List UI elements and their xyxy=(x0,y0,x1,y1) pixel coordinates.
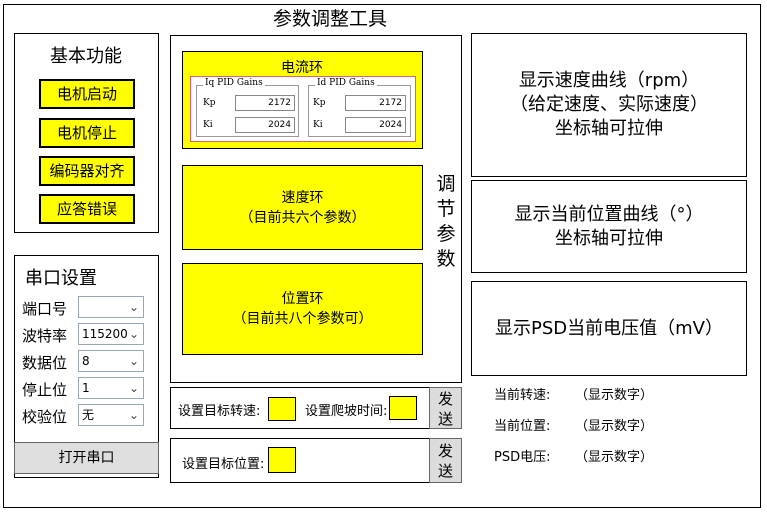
id-kp-field[interactable]: 2172 xyxy=(345,95,406,111)
app-frame xyxy=(3,4,761,508)
basic-functions-panel: 基本功能 电机启动 电机停止 编码器对齐 应答错误 xyxy=(14,33,159,233)
basic-functions-heading: 基本功能 xyxy=(50,46,122,67)
psd-voltage-value: （显示数字） xyxy=(575,450,654,465)
send-position-button[interactable]: 发 送 xyxy=(429,438,462,483)
current-speed-value: （显示数字） xyxy=(575,388,654,403)
psd-voltage-line1: 显示PSD当前电压值（mV） xyxy=(495,317,723,339)
iq-kp-field[interactable]: 2172 xyxy=(235,95,295,111)
iq-ki-label: Ki xyxy=(203,120,213,130)
databits-value: 8 xyxy=(82,354,90,368)
speed-loop-note: （目前共六个参数） xyxy=(239,209,366,226)
encoder-align-button[interactable]: 编码器对齐 xyxy=(39,156,135,186)
serial-settings-heading: 串口设置 xyxy=(25,268,97,289)
iq-gains-label: Iq PID Gains xyxy=(203,78,265,88)
psd-voltage-label: PSD电压: xyxy=(494,450,551,465)
port-label: 端口号 xyxy=(22,300,68,318)
current-loop-title: 电流环 xyxy=(281,60,323,76)
port-select[interactable]: ⌄ xyxy=(78,296,144,318)
id-kp-label: Kp xyxy=(313,98,326,108)
id-gains-label: Id PID Gains xyxy=(315,78,377,88)
chevron-down-icon: ⌄ xyxy=(128,381,139,395)
chevron-down-icon: ⌄ xyxy=(128,408,139,422)
stopbits-label: 停止位 xyxy=(22,381,68,399)
set-speed-panel: 设置目标转速: 设置爬坡时间: 发 送 xyxy=(170,387,462,429)
tuning-panel: 电流环 Iq PID Gains Kp 2172 Ki 2024 Id PID … xyxy=(170,35,462,383)
target-speed-label: 设置目标转速: xyxy=(178,404,261,419)
baud-select[interactable]: 115200 ⌄ xyxy=(78,323,144,345)
gains-area: Iq PID Gains Kp 2172 Ki 2024 Id PID Gain… xyxy=(190,76,416,142)
page-title: 参数调整工具 xyxy=(272,8,387,30)
open-port-button[interactable]: 打开串口 xyxy=(14,442,159,474)
speed-curve-line2: （给定速度、实际速度） xyxy=(510,94,708,115)
target-position-input[interactable] xyxy=(268,447,296,473)
chevron-down-icon: ⌄ xyxy=(128,300,139,314)
iq-kp-label: Kp xyxy=(203,98,216,108)
ramp-time-label: 设置爬坡时间: xyxy=(305,404,388,419)
current-speed-label: 当前转速: xyxy=(494,388,551,403)
id-ki-field[interactable]: 2024 xyxy=(345,117,406,133)
psd-voltage-display: 显示PSD当前电压值（mV） xyxy=(471,281,747,376)
iq-ki-field[interactable]: 2024 xyxy=(235,117,295,133)
tuning-vertical-label: 调 节 参 数 xyxy=(436,173,456,270)
ack-error-button[interactable]: 应答错误 xyxy=(39,194,135,224)
position-loop-button[interactable]: 位置环 （目前共八个参数可） xyxy=(182,263,423,355)
parity-value: 无 xyxy=(82,408,95,422)
set-position-panel: 设置目标位置: 发 送 xyxy=(170,438,462,483)
current-loop-panel: 电流环 Iq PID Gains Kp 2172 Ki 2024 Id PID … xyxy=(182,51,423,149)
speed-curve-display: 显示速度曲线（rpm） （给定速度、实际速度） 坐标轴可拉伸 xyxy=(471,33,747,177)
target-speed-input[interactable] xyxy=(268,397,296,421)
baud-label: 波特率 xyxy=(22,327,68,345)
parity-select[interactable]: 无 ⌄ xyxy=(78,404,144,426)
ramp-time-input[interactable] xyxy=(389,396,417,420)
parity-label: 校验位 xyxy=(22,408,68,426)
databits-label: 数据位 xyxy=(22,354,68,372)
baud-value: 115200 xyxy=(82,327,128,341)
speed-loop-title: 速度环 xyxy=(281,189,324,206)
speed-curve-line3: 坐标轴可拉伸 xyxy=(555,118,663,139)
current-position-label: 当前位置: xyxy=(494,419,551,434)
position-loop-title: 位置环 xyxy=(281,291,324,307)
stopbits-value: 1 xyxy=(82,381,90,395)
chevron-down-icon: ⌄ xyxy=(128,327,139,341)
chevron-down-icon: ⌄ xyxy=(128,354,139,368)
databits-select[interactable]: 8 ⌄ xyxy=(78,350,144,372)
position-curve-display: 显示当前位置曲线（°） 坐标轴可拉伸 xyxy=(471,180,747,273)
serial-settings-panel: 串口设置 端口号 ⌄ 波特率 115200 ⌄ 数据位 8 ⌄ 停止位 1 ⌄ … xyxy=(14,255,159,478)
current-position-value: （显示数字） xyxy=(575,419,654,434)
send-speed-button[interactable]: 发 送 xyxy=(429,387,462,429)
position-curve-line2: 坐标轴可拉伸 xyxy=(555,227,663,249)
motor-start-button[interactable]: 电机启动 xyxy=(39,79,135,109)
speed-loop-button[interactable]: 速度环 （目前共六个参数） xyxy=(182,165,423,250)
id-ki-label: Ki xyxy=(313,120,323,130)
target-position-label: 设置目标位置: xyxy=(182,457,265,472)
position-loop-note: （目前共八个参数可） xyxy=(232,311,373,327)
motor-stop-button[interactable]: 电机停止 xyxy=(39,118,135,148)
position-curve-line1: 显示当前位置曲线（°） xyxy=(514,203,704,225)
speed-curve-line1: 显示速度曲线（rpm） xyxy=(518,70,700,91)
stopbits-select[interactable]: 1 ⌄ xyxy=(78,377,144,399)
